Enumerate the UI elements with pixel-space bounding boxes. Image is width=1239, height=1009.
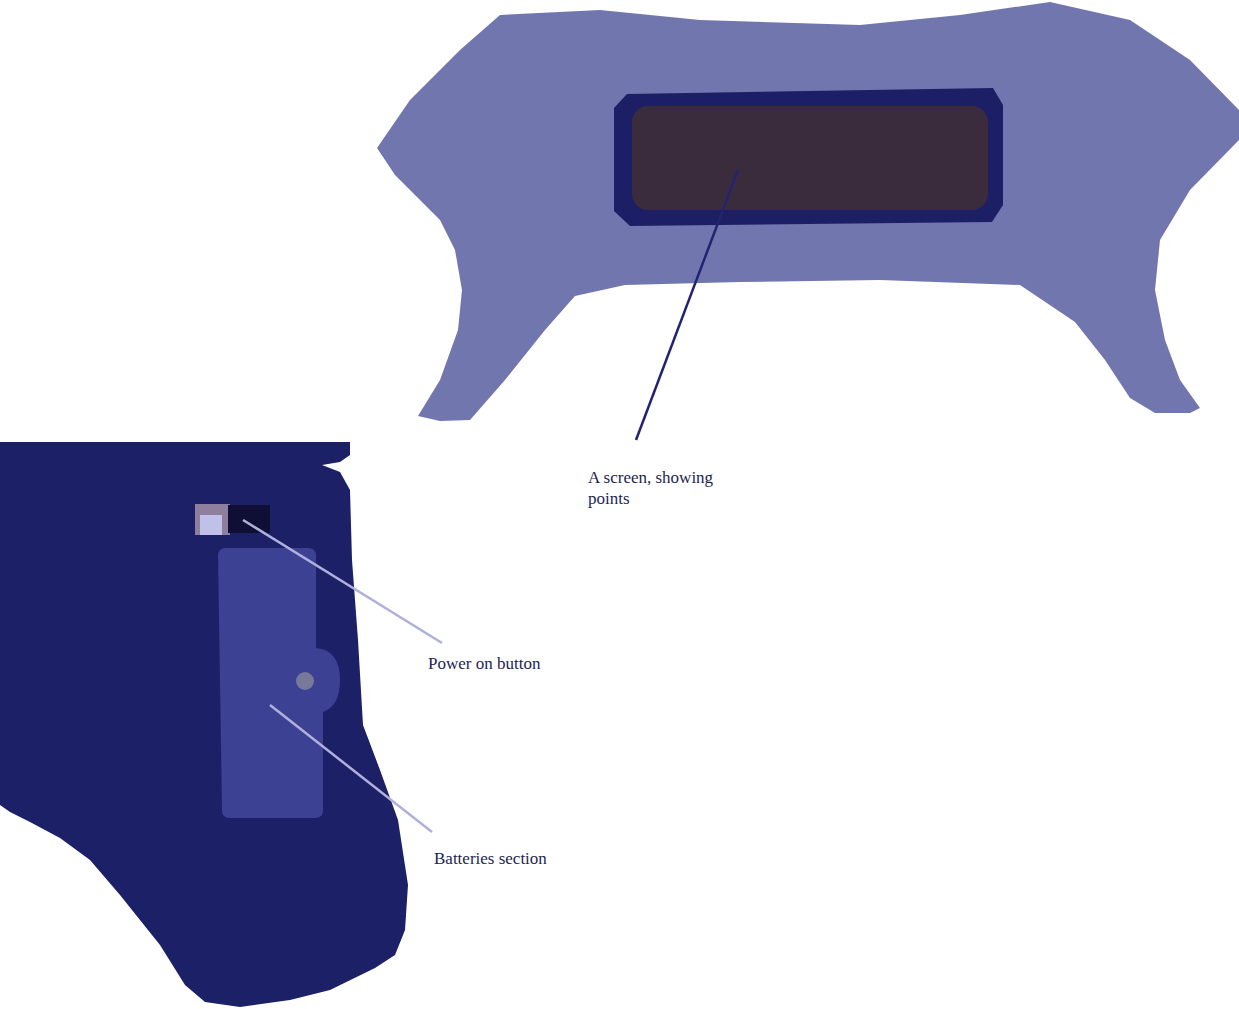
- screen: [632, 106, 988, 210]
- power-button-face: [200, 515, 222, 535]
- side-body: [0, 442, 408, 1007]
- power-button-slot: [228, 505, 270, 533]
- callout-label: A screen, showing points: [588, 467, 748, 509]
- leader-line: [243, 520, 442, 643]
- leader-line: [270, 705, 432, 832]
- leader-line: [636, 170, 738, 440]
- power-button: [195, 504, 230, 535]
- callout-label: Batteries section: [434, 848, 547, 869]
- callout-label: Power on button: [428, 653, 540, 674]
- screen-bezel: [614, 88, 1003, 226]
- battery-latch: [296, 672, 314, 690]
- battery-cover: [218, 548, 340, 818]
- controller-body: [377, 2, 1239, 421]
